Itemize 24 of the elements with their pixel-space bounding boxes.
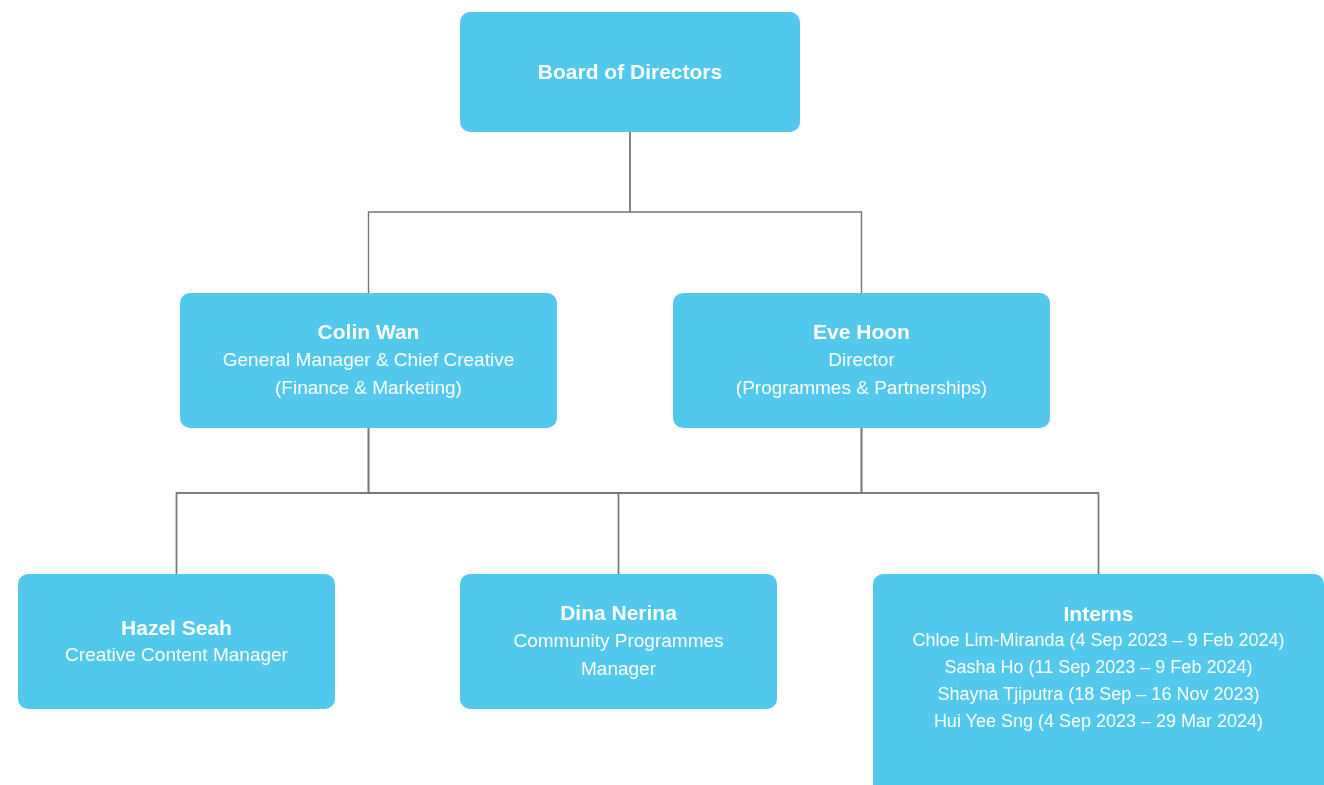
person-name: Dina Nerina — [560, 600, 677, 627]
org-box — [460, 574, 777, 709]
role-text: (Finance & Marketing) — [275, 376, 462, 401]
role-text: Community Programmes Manager — [512, 628, 725, 682]
org-box — [18, 574, 335, 709]
org-box — [460, 12, 800, 132]
org-box — [180, 293, 557, 428]
org-box — [873, 574, 1324, 785]
person-name: Hazel Seah — [121, 614, 232, 641]
role-text: (Programmes & Partnerships) — [735, 376, 988, 401]
role-text: Creative Content Manager — [65, 642, 288, 667]
role-text: General Manager & Chief Creative — [222, 347, 515, 372]
role-text: Chloe Lim-Miranda (4 Sep 2023 – 9 Feb 2024) — [912, 629, 1285, 653]
role-text: Sasha Ho (11 Sep 2023 – 9 Feb 2024) — [944, 656, 1253, 680]
box-title: Board of Directors — [537, 59, 723, 86]
person-name: Eve Hoon — [813, 319, 910, 346]
connector-line — [860, 427, 1100, 575]
connector-line — [629, 131, 863, 294]
role-text: Hui Yee Sng (4 Sep 2023 – 29 Mar 2024) — [933, 710, 1264, 734]
org-box — [673, 293, 1050, 428]
person-name: Colin Wan — [317, 319, 420, 346]
person-name: Interns — [1063, 601, 1134, 627]
role-text: Director — [828, 347, 895, 372]
role-text: Shayna Tjiputra (18 Sep – 16 Nov 2023) — [937, 683, 1260, 707]
